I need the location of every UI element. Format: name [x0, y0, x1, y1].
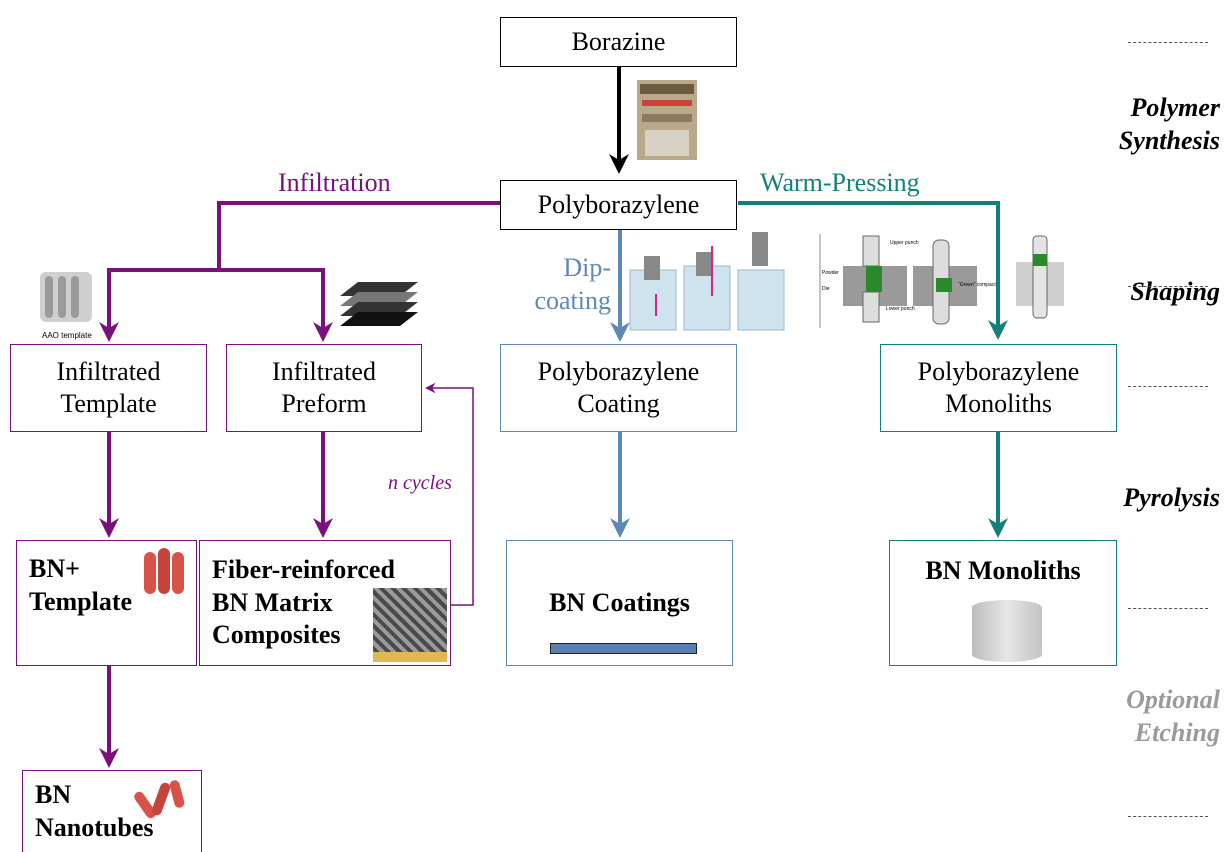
- node-fiber-composites-line3: Composites: [212, 620, 341, 650]
- warm-pressing-label: Warm-Pressing: [760, 168, 920, 197]
- stage-optional-etching: Optional Etching: [1126, 684, 1220, 749]
- node-polyborazylene: Polyborazylene: [500, 180, 737, 230]
- stage-separator-3: [1128, 386, 1208, 387]
- stage-polymer-synthesis: Polymer Synthesis: [1119, 92, 1220, 157]
- stage-separator-1: [1128, 42, 1208, 43]
- node-polyborazylene-label: Polyborazylene: [537, 189, 700, 219]
- node-pb-monoliths-line1: Polyborazylene: [917, 356, 1080, 386]
- stage-polymer-synthesis-line2: Synthesis: [1118, 125, 1220, 155]
- node-bn-coatings-label: BN Coatings: [549, 587, 690, 617]
- node-polyborazylene-coating: Polyborazylene Coating: [500, 344, 737, 432]
- stage-shaping: Shaping: [1130, 277, 1220, 306]
- node-bn-monoliths-label: BN Monoliths: [925, 556, 1081, 585]
- fiber-layers-image: [340, 282, 418, 326]
- bn-template-image: [140, 544, 188, 596]
- green-compact-label: "Green" compact: [958, 282, 996, 288]
- node-fiber-composites-line1: Fiber-reinforced: [212, 555, 395, 585]
- node-bn-nanotubes-line1: BN: [35, 780, 72, 809]
- stage-separator-2: [1128, 286, 1208, 287]
- dip-coating-illustration: [629, 232, 785, 331]
- node-infiltrated-preform-line1: Infiltrated: [272, 356, 376, 386]
- node-bn-nanotubes-line2: Nanotubes: [35, 812, 154, 842]
- aao-template-image: AAO template: [40, 272, 92, 340]
- coating-strip-image: [550, 643, 697, 654]
- upper-punch-label: Upper punch: [890, 240, 919, 246]
- stage-separator-4: [1128, 608, 1208, 609]
- node-pb-coating-line1: Polyborazylene: [537, 356, 700, 386]
- borazine-apparatus-photo: [637, 80, 697, 160]
- node-pb-monoliths-line2: Monoliths: [945, 389, 1052, 418]
- powder-label: Powder: [822, 270, 839, 276]
- dip-coating-label-line2: coating: [534, 285, 611, 315]
- node-bn-template: BN+ Template: [16, 540, 197, 666]
- node-borazine: Borazine: [500, 17, 737, 67]
- monolith-cylinder-image: [972, 600, 1042, 662]
- node-polyborazylene-monoliths: Polyborazylene Monoliths: [880, 344, 1117, 432]
- node-bn-template-line1: BN+: [29, 554, 80, 583]
- node-pb-coating-line2: Coating: [577, 389, 660, 418]
- n-cycles-label: n cycles: [388, 472, 452, 494]
- nanotubes-image: [132, 776, 190, 821]
- node-infiltrated-preform-line2: Preform: [281, 389, 367, 418]
- node-infiltrated-template-line2: Template: [60, 389, 157, 418]
- node-infiltrated-preform: Infiltrated Preform: [226, 344, 422, 432]
- lower-punch-label: Lower punch: [886, 306, 915, 312]
- stage-pyrolysis: Pyrolysis: [1123, 483, 1220, 512]
- stage-polymer-synthesis-line1: Polymer: [1130, 93, 1220, 122]
- edge-warm-pressing: [738, 201, 1008, 340]
- stage-optional-etching-line1: Optional: [1126, 685, 1220, 714]
- stage-separator-5: [1128, 816, 1208, 817]
- aao-template-caption: AAO template: [42, 331, 92, 340]
- composite-photo: [373, 588, 447, 662]
- warm-press-diagram: Upper punch Powder Die Lower punch "Gree…: [819, 234, 1064, 328]
- edge-n-cycles-loop: [424, 382, 474, 606]
- node-fiber-composites-line2: BN Matrix: [212, 587, 333, 617]
- node-bn-template-line2: Template: [29, 586, 133, 616]
- dip-coating-label: Dip- coating: [514, 252, 611, 317]
- infiltration-label: Infiltration: [278, 168, 391, 197]
- edge-infiltration: [109, 201, 500, 272]
- node-borazine-label: Borazine: [571, 26, 666, 56]
- dip-coating-label-line1: Dip-: [563, 253, 611, 282]
- node-infiltrated-template: Infiltrated Template: [10, 344, 207, 432]
- node-infiltrated-template-line1: Infiltrated: [56, 356, 161, 386]
- die-label: Die: [822, 286, 830, 292]
- stage-optional-etching-line2: Etching: [1134, 717, 1220, 747]
